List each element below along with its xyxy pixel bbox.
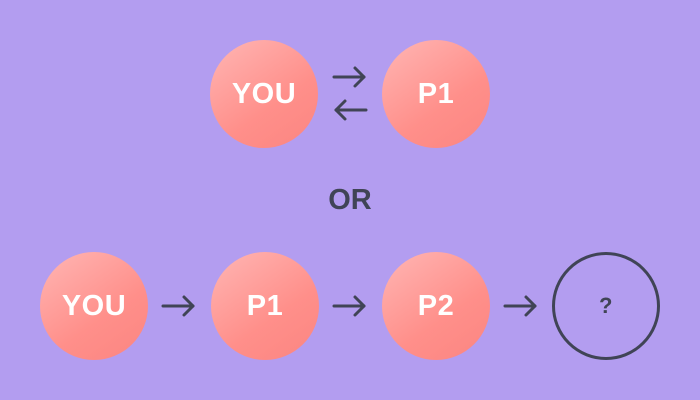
node-you-top: YOU — [210, 40, 318, 148]
arrow-right-icon-3 — [503, 295, 537, 317]
node-p2-bottom: P2 — [382, 252, 490, 360]
node-you-bottom-label: YOU — [61, 289, 127, 322]
node-unknown-bottom: ? — [552, 252, 660, 360]
or-separator: OR — [328, 184, 372, 216]
node-p1-top: P1 — [382, 40, 490, 148]
node-you-top-label: YOU — [231, 77, 297, 110]
node-p1-top-label: P1 — [417, 77, 455, 110]
arrow-right-icon-top — [332, 66, 366, 88]
node-p1-bottom-label: P1 — [246, 289, 284, 322]
node-p2-bottom-label: P2 — [417, 289, 455, 322]
node-p1-bottom: P1 — [211, 252, 319, 360]
arrow-right-icon-2 — [332, 295, 366, 317]
node-you-bottom: YOU — [40, 252, 148, 360]
arrow-right-icon-1 — [161, 295, 195, 317]
arrow-left-icon-top — [334, 99, 368, 121]
node-unknown-bottom-label: ? — [599, 293, 613, 318]
